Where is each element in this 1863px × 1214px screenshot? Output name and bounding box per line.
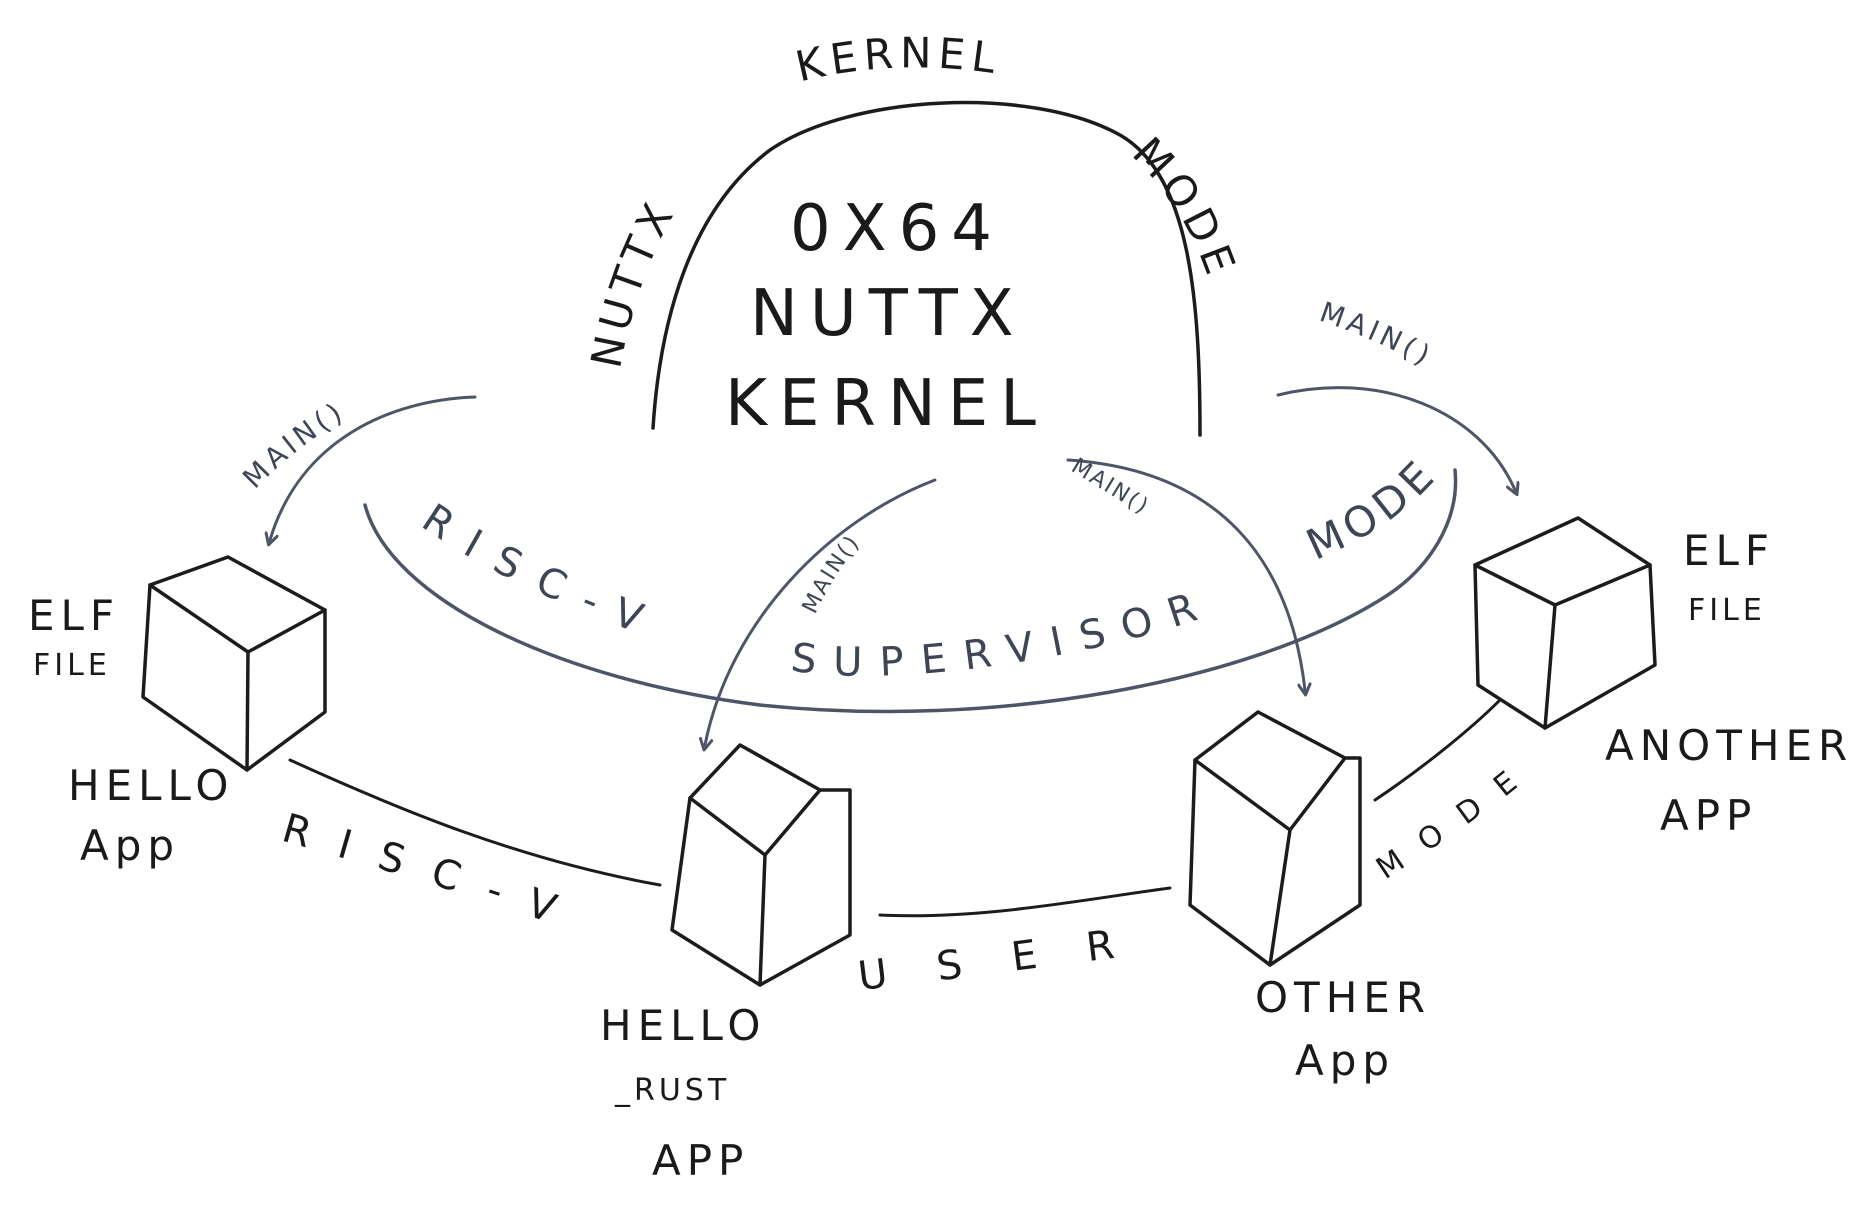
app-name-hello-rust-line2: _RUST: [614, 1073, 730, 1108]
user-mode-arc-seg3: [1373, 698, 1502, 802]
elf-file-label-line1-left: ELF: [28, 591, 120, 640]
app-name-another-line1: ANOTHER: [1605, 721, 1853, 770]
elf-file-label-line2-left: FILE: [33, 648, 111, 683]
supervisor-label-mid: SUPERVISOR: [789, 579, 1220, 686]
user-label-mid: USER: [856, 916, 1167, 1000]
app-name-hello-line2: App: [80, 821, 180, 870]
app-name-other-line2: App: [1295, 1036, 1395, 1085]
main-arrow-left: [270, 395, 477, 540]
main-arrow-right: [1276, 386, 1515, 490]
cube-hello-app: [141, 555, 327, 772]
main-arrow-mid-right: [1066, 458, 1305, 690]
kernel-arc-label-top: KERNEL: [791, 28, 1004, 91]
kernel-title-line1: 0X64: [790, 192, 1004, 266]
user-mode-arc-seg2: [878, 886, 1172, 918]
kernel-title-line3: KERNEL: [725, 367, 1048, 441]
kernel-arc-label-right: MODE: [1123, 128, 1246, 286]
user-label-left: RISC-V: [277, 805, 590, 942]
supervisor-mode-arc: [363, 468, 1458, 714]
main-arrow-mid-left: [705, 478, 937, 745]
cube-hello-rust-app: [670, 743, 852, 987]
main-arrow-right-label: MAIN(): [1316, 295, 1439, 373]
cube-another-app: [1473, 516, 1657, 730]
main-arrow-mid-left-label: MAIN(): [798, 530, 866, 617]
supervisor-label-right: MODE: [1299, 448, 1447, 570]
elf-file-label-line1-right: ELF: [1683, 526, 1775, 575]
app-name-hello-line1: HELLO: [68, 761, 234, 810]
cube-other-app: [1188, 710, 1362, 967]
kernel-arc-label-left: NUTTX: [581, 190, 685, 371]
app-name-hello-rust-line3: APP: [652, 1136, 749, 1185]
user-mode-arc-seg1: [288, 758, 662, 887]
app-name-hello-rust-line1: HELLO: [600, 1001, 766, 1050]
app-name-other-line1: OTHER: [1255, 973, 1431, 1022]
user-label-right: MODE: [1370, 750, 1542, 887]
app-name-another-line2: APP: [1660, 791, 1757, 840]
kernel-title-line2: NUTTX: [750, 277, 1026, 351]
supervisor-label-left: RISC-V: [414, 495, 669, 649]
elf-file-label-line2-right: FILE: [1688, 593, 1766, 628]
kernel-dome-arc: [651, 100, 1202, 437]
